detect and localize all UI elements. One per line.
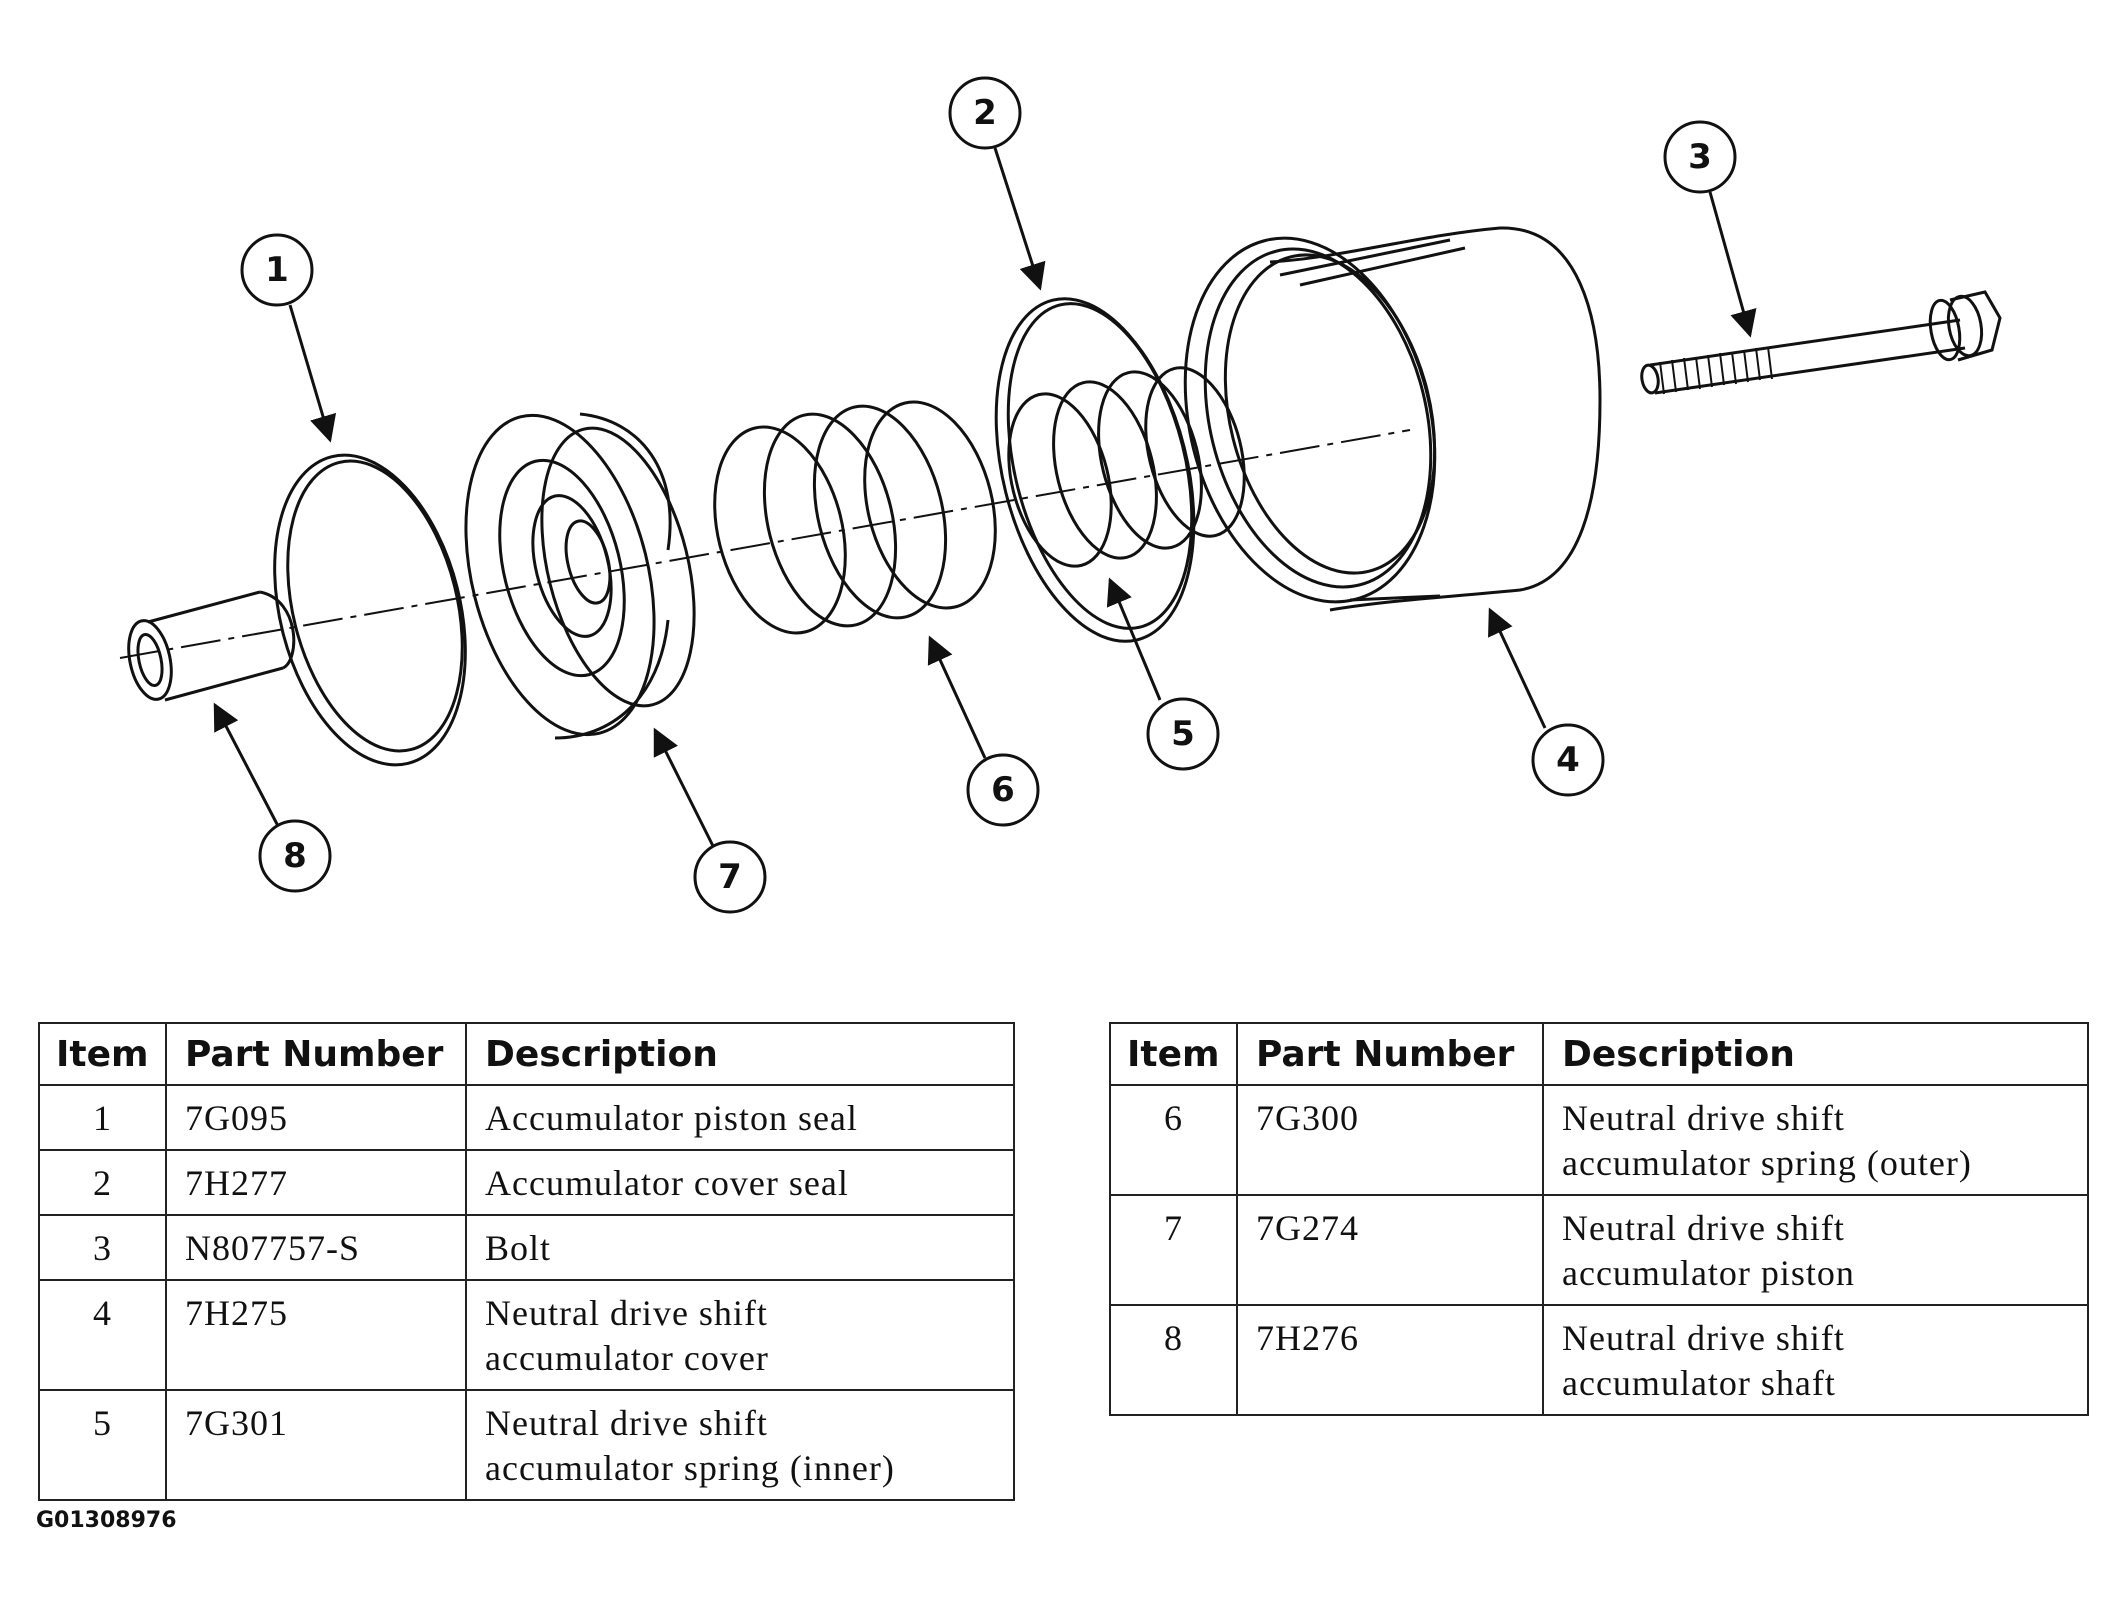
callout-6-leader: [927, 635, 987, 759]
callout-8-label: 8: [283, 836, 307, 876]
description-line: Neutral drive shift: [1562, 1318, 1845, 1358]
outer-spring-part: [713, 400, 997, 635]
item-cell: 1: [38, 1084, 167, 1151]
description-line: Neutral drive shift: [1562, 1208, 1845, 1248]
table-row: 1 7G095 Accumulator piston seal: [38, 1084, 1015, 1151]
header-item: Item: [1109, 1022, 1238, 1086]
parts-table-left: Item Part Number Description 1 7G095 Acc…: [38, 1022, 1015, 1501]
callout-5-circle: [1146, 697, 1220, 771]
center-axis-line: [119, 429, 1411, 659]
part-number-cell: 7G274: [1236, 1194, 1544, 1306]
part-number-cell: 7G301: [165, 1389, 467, 1501]
callout-4-label: 4: [1556, 740, 1580, 780]
description-line: accumulator shaft: [1562, 1363, 1836, 1403]
table-row: 5 7G301 Neutral drive shift accumulator …: [38, 1389, 1015, 1501]
item-cell: 6: [1109, 1084, 1238, 1196]
part-number-cell: 7H277: [165, 1149, 467, 1216]
callout-1-leader: [288, 304, 337, 443]
callout-6-label: 6: [991, 770, 1015, 810]
description-cell: Neutral drive shift accumulator shaft: [1542, 1304, 2089, 1416]
inner-spring-part: [1007, 366, 1246, 568]
part-number-cell: 7H276: [1236, 1304, 1544, 1416]
accumulator-piston-part: [464, 412, 696, 740]
description-line: Accumulator piston seal: [485, 1098, 858, 1138]
header-part-number: Part Number: [1236, 1022, 1544, 1086]
description-line: accumulator spring (inner): [485, 1448, 895, 1488]
parts-table-right: Item Part Number Description 6 7G300 Neu…: [1109, 1022, 2089, 1416]
item-cell: 5: [38, 1389, 167, 1501]
callout-3-label: 3: [1688, 137, 1712, 177]
table-header-row: Item Part Number Description: [1109, 1022, 2089, 1086]
exploded-view-diagram: 1 2 3 4 5 6 7 8: [119, 76, 2002, 914]
item-cell: 7: [1109, 1194, 1238, 1306]
callout-2-label: 2: [973, 93, 997, 133]
description-cell: Neutral drive shift accumulator piston: [1542, 1194, 2089, 1306]
figure-code: G01308976: [36, 1508, 177, 1533]
callout-7-circle: [693, 840, 767, 914]
description-line: accumulator piston: [1562, 1253, 1855, 1293]
callout-4-leader: [1488, 607, 1547, 729]
item-cell: 2: [38, 1149, 167, 1216]
accumulator-shaft-part: [127, 590, 296, 702]
table-row: 2 7H277 Accumulator cover seal: [38, 1149, 1015, 1216]
callout-7-label: 7: [718, 857, 742, 897]
callout-3-circle: [1663, 120, 1737, 194]
item-cell: 4: [38, 1279, 167, 1391]
description-line: Neutral drive shift: [485, 1403, 768, 1443]
table-row: 4 7H275 Neutral drive shift accumulator …: [38, 1279, 1015, 1391]
table-row: 6 7G300 Neutral drive shift accumulator …: [1109, 1084, 2089, 1196]
description-line: Neutral drive shift: [1562, 1098, 1845, 1138]
callout-8-circle: [258, 819, 332, 893]
callout-2-circle: [948, 76, 1022, 150]
callout-3-leader: [1708, 191, 1757, 338]
description-cell: Neutral drive shift accumulator spring (…: [1542, 1084, 2089, 1196]
description-cell: Neutral drive shift accumulator cover: [465, 1279, 1015, 1391]
callout-1-label: 1: [265, 250, 289, 290]
part-number-cell: 7H275: [165, 1279, 467, 1391]
item-cell: 8: [1109, 1304, 1238, 1416]
description-line: Neutral drive shift: [485, 1293, 768, 1333]
description-line: Bolt: [485, 1228, 552, 1268]
callout-4-circle: [1531, 723, 1605, 797]
table-header-row: Item Part Number Description: [38, 1022, 1015, 1086]
description-cell: Accumulator cover seal: [465, 1149, 1015, 1216]
header-item: Item: [38, 1022, 167, 1086]
description-line: accumulator cover: [485, 1338, 769, 1378]
callout-8-leader: [213, 702, 280, 827]
cover-seal-part: [994, 297, 1196, 643]
description-cell: Bolt: [465, 1214, 1015, 1281]
piston-seal-part: [273, 453, 467, 767]
description-line: Accumulator cover seal: [485, 1163, 849, 1203]
callout-6-circle: [966, 753, 1040, 827]
callout-2-leader: [993, 147, 1046, 291]
item-cell: 3: [38, 1214, 167, 1281]
header-description: Description: [1542, 1022, 2089, 1086]
part-number-cell: 7G300: [1236, 1084, 1544, 1196]
table-row: 7 7G274 Neutral drive shift accumulator …: [1109, 1194, 2089, 1306]
part-number-cell: N807757-S: [165, 1214, 467, 1281]
callout-1-circle: [240, 233, 314, 307]
description-cell: Neutral drive shift accumulator spring (…: [465, 1389, 1015, 1501]
header-description: Description: [465, 1022, 1015, 1086]
description-line: accumulator spring (outer): [1562, 1143, 1972, 1183]
bolt-part: [1640, 290, 2002, 395]
callout-7-leader: [653, 727, 717, 851]
table-row: 3 N807757-S Bolt: [38, 1214, 1015, 1281]
accumulator-cover-part: [1183, 226, 1602, 612]
callout-5-leader: [1106, 577, 1162, 701]
header-part-number: Part Number: [165, 1022, 467, 1086]
callout-5-label: 5: [1171, 714, 1195, 754]
part-number-cell: 7G095: [165, 1084, 467, 1151]
table-row: 8 7H276 Neutral drive shift accumulator …: [1109, 1304, 2089, 1416]
description-cell: Accumulator piston seal: [465, 1084, 1015, 1151]
